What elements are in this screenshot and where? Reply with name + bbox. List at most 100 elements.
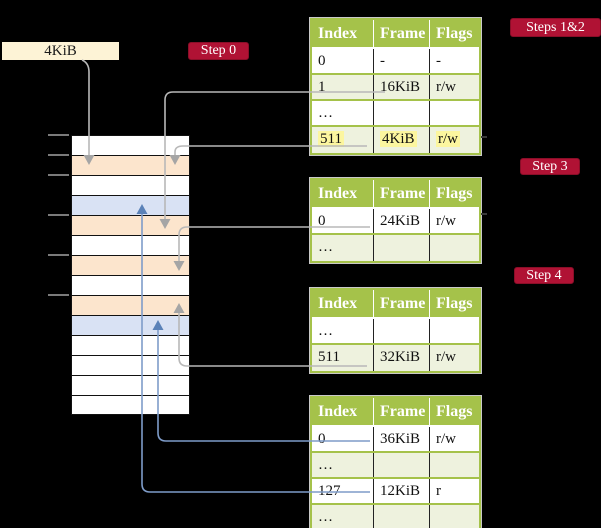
column-header-index: Index [312,290,374,317]
cell-flags: r/w [430,127,479,153]
memory-column [71,135,190,415]
column-header-flags: Flags [436,185,473,202]
memory-frame-row-5 [72,236,189,256]
badge-step-3: Step 3 [520,158,580,175]
highlighted-value: 4KiB [380,131,417,147]
cell-flags: r [436,483,441,499]
cell-index: … [312,319,374,343]
column-header-flags: Flags [436,403,473,420]
column-header-frame: Frame [374,20,430,47]
column-header-index: Index [312,20,374,47]
cell-index: 0 [312,209,374,233]
badge-steps-1-2: Steps 1&2 [510,18,601,37]
table-row: … [312,319,479,345]
highlighted-value: 511 [318,131,344,147]
cell-flags [430,235,479,261]
cell-index: 0 [312,49,374,73]
column-header-flags: Flags [436,25,473,42]
cell-index: … [312,505,374,528]
cell-index: 0 [312,427,374,451]
memory-tick-1 [48,154,69,156]
memory-tick-4 [48,254,69,256]
memory-frame-row-6 [72,256,189,276]
cell-frame: 24KiB [374,209,430,233]
memory-frame-row-10 [72,336,189,356]
cell-frame [374,319,430,343]
column-header-flags: Flags [436,295,473,312]
table-row: … [312,235,479,261]
table-row: 0-- [312,49,479,75]
column-header-index: Index [312,398,374,425]
memory-frame-row-2 [72,176,189,196]
memory-tick-3 [48,214,69,216]
memory-tick-2 [48,174,69,176]
cell-index: 127 [312,479,374,503]
cell-index: … [312,453,374,477]
highlighted-value: r/w [436,131,460,147]
column-header-index: Index [312,180,374,207]
table-row: … [312,101,479,127]
memory-tick-0 [48,134,69,136]
memory-frame-row-8 [72,296,189,316]
cell-frame: - [374,49,430,73]
table-row: … [312,505,479,528]
cell-flags: r/w [436,349,456,365]
memory-frame-row-0 [72,136,189,156]
cell-frame: 4KiB [374,127,430,153]
memory-frame-row-3 [72,196,189,216]
column-header-frame: Frame [374,290,430,317]
memory-frame-row-4 [72,216,189,236]
cell-frame [374,101,430,125]
cell-frame: 32KiB [374,345,430,371]
cell-frame [374,235,430,261]
cell-frame [374,453,430,477]
memory-frame-row-12 [72,376,189,396]
frame-size-label: 4KiB [2,42,119,60]
memory-frame-row-9 [72,316,189,336]
badge-step-4: Step 4 [514,267,574,284]
cell-index: 511 [312,345,374,371]
cell-frame [374,505,430,528]
column-header-frame: Frame [374,180,430,207]
badge-step-0: Step 0 [188,42,249,60]
cell-flags: r/w [436,213,456,229]
table-row: 511 4KiB r/w [312,127,479,153]
cell-flags [430,101,479,125]
cell-index: 511 [312,127,374,153]
memory-frame-row-11 [72,356,189,376]
cell-flags [430,505,479,528]
memory-frame-row-7 [72,276,189,296]
frame-size-text: 4KiB [44,43,77,59]
cell-flags [430,319,479,343]
cell-flags: - [436,53,441,69]
cell-frame: 16KiB [374,75,430,99]
memory-tick-5 [48,294,69,296]
cell-flags [430,453,479,477]
cell-flags: r/w [436,79,456,95]
memory-frame-row-13 [72,396,189,414]
column-header-frame: Frame [374,398,430,425]
edge-stub-1 [481,213,487,215]
edge-stub-0 [481,136,487,138]
memory-frame-row-1 [72,156,189,176]
cell-frame: 12KiB [374,479,430,503]
table-row: … [312,453,479,479]
cell-frame: 36KiB [374,427,430,451]
cell-index: … [312,235,374,261]
cell-index: 1 [312,75,374,99]
cell-flags: r/w [436,431,456,447]
